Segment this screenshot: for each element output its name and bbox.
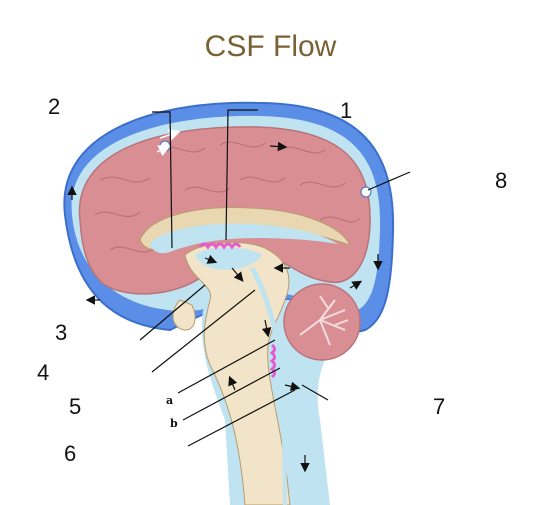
label-8: 8 — [495, 168, 508, 193]
arachnoid-granulation-right — [360, 186, 372, 198]
lateral-ventricle — [150, 223, 338, 254]
arbor-vitae — [299, 295, 349, 346]
label-6: 6 — [64, 441, 77, 466]
brainstem — [184, 241, 291, 505]
label-3: 3 — [55, 320, 68, 345]
label-b: b — [170, 417, 178, 430]
choroid-plexus-third — [198, 242, 242, 250]
label-4: 4 — [37, 360, 50, 385]
cerebral-aqueduct — [249, 266, 285, 351]
cerebellum — [283, 283, 361, 361]
flow-arrows-black — [67, 141, 383, 473]
pituitary — [172, 299, 196, 331]
label-a: a — [166, 394, 174, 407]
flow-arrows-white — [156, 129, 181, 157]
diagram-title: CSF Flow — [204, 30, 337, 63]
label-2: 2 — [48, 94, 61, 119]
central-canal — [281, 359, 287, 505]
label-7: 7 — [433, 394, 446, 419]
leader-lines — [139, 109, 411, 447]
third-ventricle — [195, 247, 262, 270]
label-5: 5 — [69, 394, 82, 419]
label-1: 1 — [340, 98, 353, 123]
